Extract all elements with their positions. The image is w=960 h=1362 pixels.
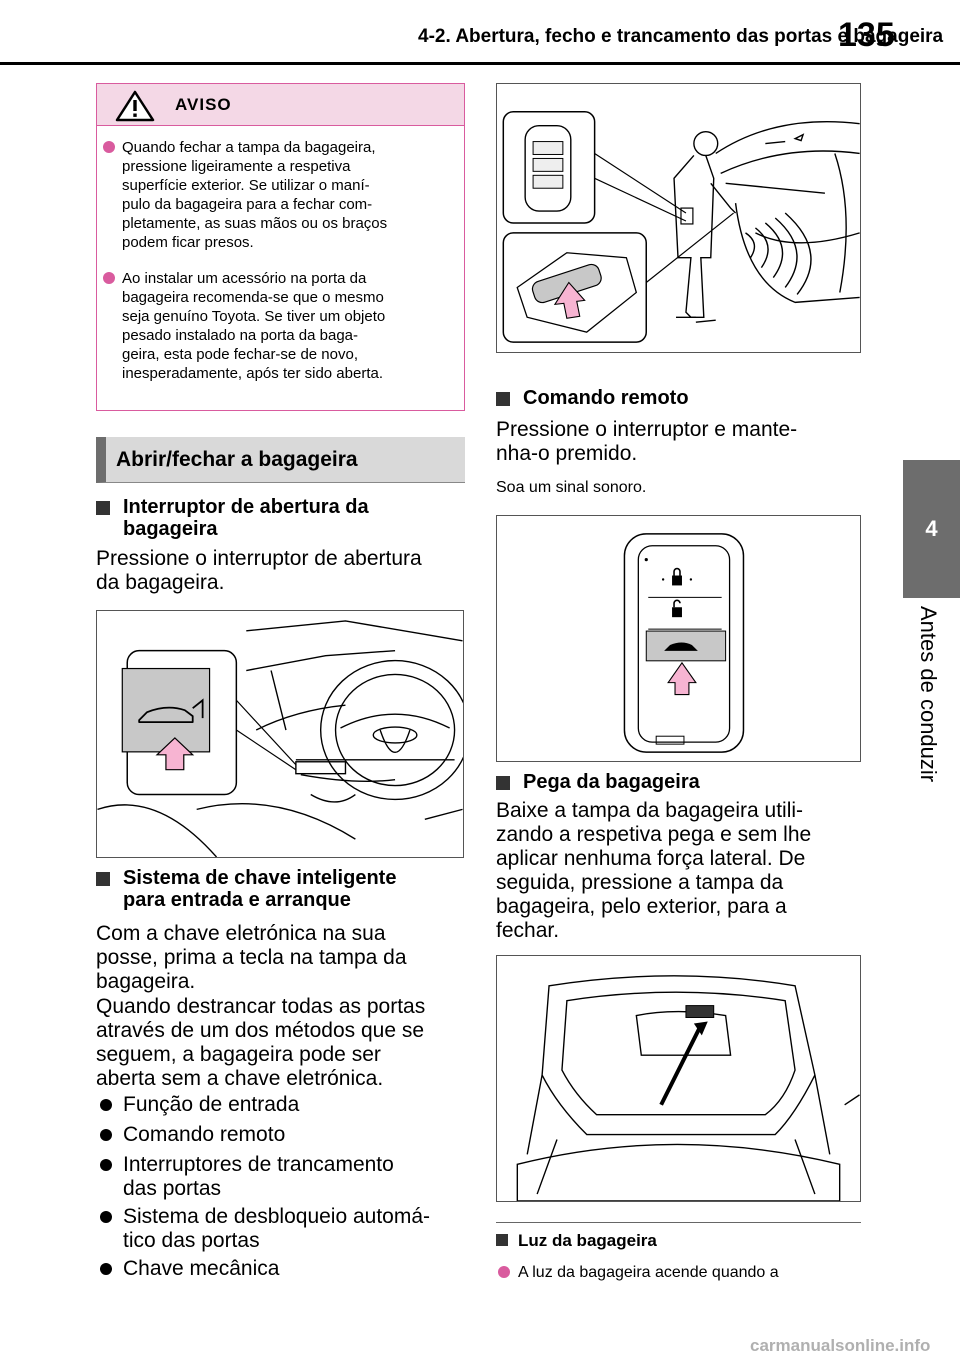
paragraph: Com a chave eletrónica na sua posse, pri… xyxy=(96,922,407,993)
chapter-tab: 4 xyxy=(903,460,960,598)
note-item: A luz da bagageira acende quando a xyxy=(496,1263,861,1283)
paragraph: Baixe a tampa da bagageira utili- zando … xyxy=(496,799,812,942)
list-item: Chave mecânica xyxy=(96,1257,465,1281)
square-bullet-icon xyxy=(96,501,110,515)
watermark: carmanualsonline.info xyxy=(750,1336,931,1355)
lock-icon xyxy=(661,567,693,586)
list-item: Função de entrada xyxy=(96,1093,465,1117)
warning-title: AVISO xyxy=(175,95,232,114)
remote-key-illustration xyxy=(623,533,745,753)
paragraph: Pressione o interruptor de abertura da b… xyxy=(96,547,422,594)
trunk-handle-illustration xyxy=(516,975,860,1201)
header-rule xyxy=(0,62,960,65)
divider xyxy=(496,1222,861,1223)
bullet-dot-icon xyxy=(103,272,115,284)
subheading-trunk-light: Luz da bagageira xyxy=(496,1230,861,1252)
figure-dashboard-opener xyxy=(96,610,464,858)
list-item: Comando remoto xyxy=(96,1123,465,1147)
warning-header: AVISO xyxy=(97,84,464,126)
page-number: 135 xyxy=(838,16,895,54)
chapter-label: Antes de conduzir xyxy=(916,606,941,783)
chapter-number: 4 xyxy=(925,516,938,541)
square-bullet-icon xyxy=(96,872,110,886)
running-header: 4-2. Abertura, fecho e trancamento das p… xyxy=(418,26,944,47)
list-item: Sistema de desbloqueio automá- tico das … xyxy=(96,1205,465,1253)
subheading-handle: Pega da bagageira xyxy=(496,771,861,793)
warning-item: Ao instalar um acessório na porta da bag… xyxy=(97,269,452,383)
warning-item: Quando fechar a tampa da bagageira, pres… xyxy=(97,138,452,252)
figure-remote-key xyxy=(496,515,861,762)
dashboard-illustration xyxy=(97,620,463,857)
subheading-opener-switch: Interruptor de abertura da bagageira xyxy=(96,496,465,540)
note: Soa um sinal sonoro. xyxy=(496,479,647,496)
warning-box: AVISO Quando fechar a tampa da bagageira… xyxy=(96,83,465,411)
subheading-remote: Comando remoto xyxy=(496,387,861,409)
square-bullet-icon xyxy=(496,776,510,790)
person-trunk-illustration xyxy=(502,111,860,343)
square-bullet-icon xyxy=(496,1234,508,1246)
list-item: Interruptores de trancamento das portas xyxy=(96,1153,465,1201)
subheading-smart-key: Sistema de chave inteligente para entrad… xyxy=(96,867,465,911)
figure-trunk-handle xyxy=(496,955,861,1202)
paragraph: Quando destrancar todas as portas atravé… xyxy=(96,995,426,1090)
paragraph: Pressione o interruptor e mante- nha-o p… xyxy=(496,418,798,465)
figure-person-trunk-sensor xyxy=(496,83,861,353)
bullet-dot-icon xyxy=(103,141,115,153)
section-heading: Abrir/fechar a bagageira xyxy=(96,437,465,483)
square-bullet-icon xyxy=(496,392,510,406)
bullet-dot-icon xyxy=(498,1266,510,1278)
warning-triangle-icon xyxy=(115,90,155,122)
unlock-icon xyxy=(672,599,682,618)
